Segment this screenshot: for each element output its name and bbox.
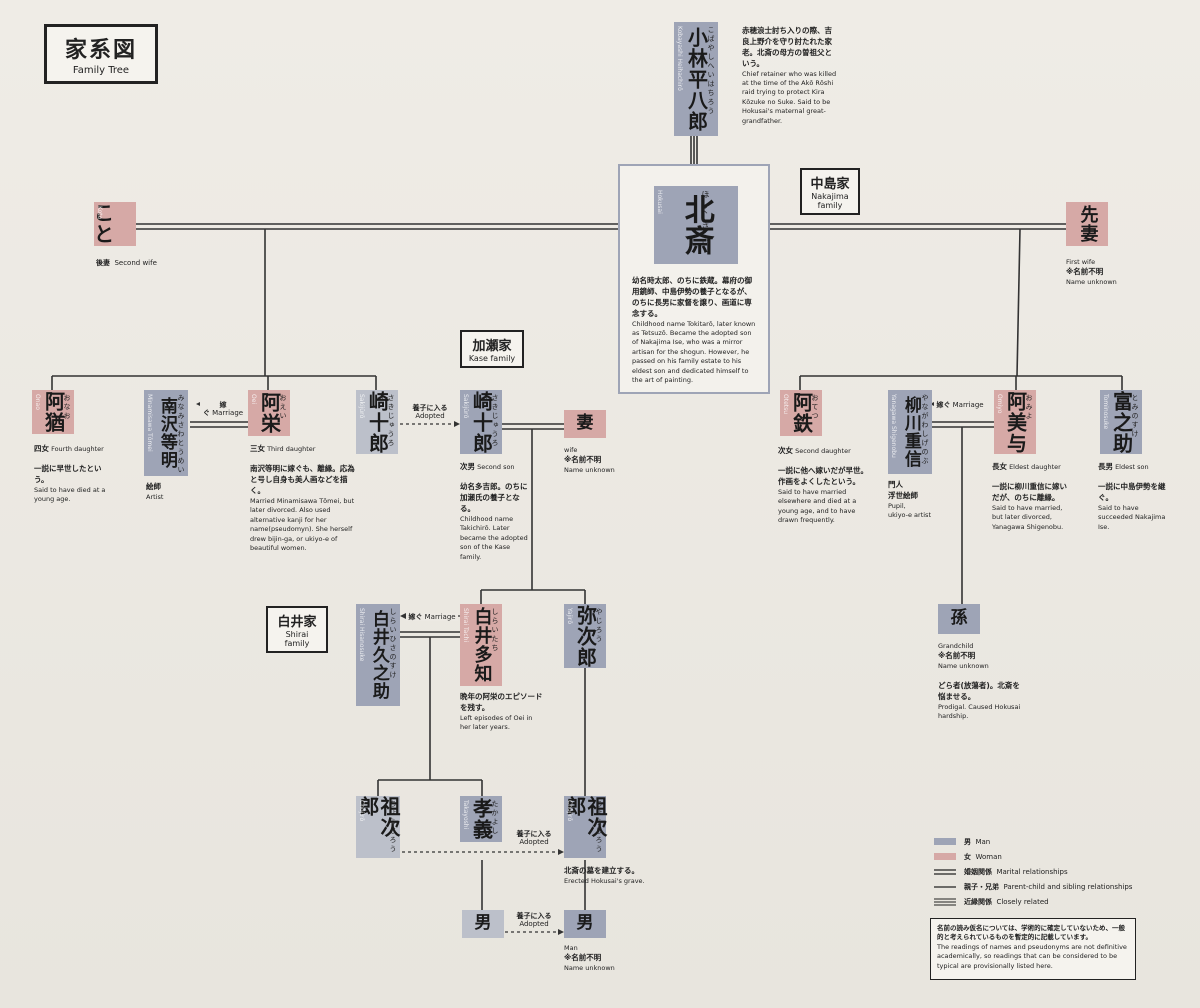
title-jp: 家系図 xyxy=(64,38,137,63)
single-line-icon xyxy=(934,885,956,888)
onao-desc: 四女 Fourth daughter 一説に早世したという。 Said to h… xyxy=(34,444,106,504)
double-line-icon xyxy=(934,868,956,875)
shirai-family-label: 白井家 Shirai family xyxy=(266,606,328,653)
person-name: 崎十郎 xyxy=(469,390,494,454)
hokusai-kana: ほくさい xyxy=(701,190,710,254)
legend-swatch-woman xyxy=(934,853,956,860)
grandchild-desc: Grandchild ※名前不明 Name unknown どら者(放蕩者)。北… xyxy=(938,642,1021,721)
shigenobu-role: 門人 浮世絵師 Pupil, ukiyo-e artist xyxy=(888,480,931,520)
person-name: 孫 xyxy=(950,608,968,629)
person-name: 南沢等明 xyxy=(156,397,177,469)
person-name: 弥次郎 xyxy=(573,604,598,668)
person-name: 阿美与 xyxy=(1003,390,1028,454)
person-name: 阿栄 xyxy=(257,392,282,434)
legend-man: 男 Man xyxy=(934,834,1138,849)
person-oei: Oei 阿栄 おえい xyxy=(248,390,290,436)
person-sakijuro-birth: Sakijūrō 崎十郎 さきじゅうろう xyxy=(356,390,398,454)
person-man-birth: 男 xyxy=(462,910,504,938)
person-chojiro-adopted: Chōjirō 祖次郎 ちょうじろう xyxy=(563,796,608,858)
hokusai-desc: 幼名時太郎、のちに鉄蔵。幕府の御用鏡師、中島伊勢の養子となるが、のちに長男に家督… xyxy=(632,276,756,385)
person-man-adopted: 男 xyxy=(564,910,606,938)
person-name: 孝義 xyxy=(469,798,494,840)
wife-info: wife ※名前不明 Name unknown xyxy=(564,446,615,475)
triple-line-icon xyxy=(934,898,956,905)
person-name: 富之助 xyxy=(1109,390,1134,454)
legend-related: 近縁関係 Closely related xyxy=(934,894,1138,909)
koto-role: 後妻 Second wife xyxy=(96,259,157,267)
marriage-label-omiyo: 嫁ぐ Marriage xyxy=(934,401,986,410)
chojiro-desc: 北斎の墓を建立する。 Erected Hokusai's grave. xyxy=(564,866,645,885)
person-name: 北斎 xyxy=(678,194,714,256)
person-name: 妻 xyxy=(576,413,594,434)
person-sakijuro-kase: Sakijūrō 崎十郎 さきじゅうろう xyxy=(460,390,502,454)
person-shigenobu: Yanagawa Shigenobu 柳川重信 やながわしげのぶ xyxy=(888,390,932,474)
kobayashi-desc: 赤穂浪士討ち入りの際、吉良上野介を守り討たれた家老。北斎の母方の曽祖父という。 … xyxy=(742,26,837,125)
oei-desc: 三女 Third daughter 南沢等明に嫁ぐも、離縁。応為と号し自身も美人… xyxy=(250,444,355,553)
person-grandchild: 孫 xyxy=(938,604,980,634)
person-name: 男 xyxy=(576,913,594,934)
person-otetsu: Otetsu 阿鉄 おてつ xyxy=(780,390,822,436)
person-first-wife: 先妻 xyxy=(1066,202,1108,246)
legend-swatch-man xyxy=(934,838,956,845)
person-koto: Koto こと xyxy=(94,202,136,246)
omiyo-desc: 長女 Eldest daughter 一説に柳川重信に嫁いだが、のちに離縁。 S… xyxy=(992,462,1067,531)
person-tomei: Minamisawa Tōmei 南沢等明 みなみさわとうめい xyxy=(144,390,188,476)
person-chojiro-birth: Chōjirō 祖次郎 ちょうじろう xyxy=(356,796,401,858)
person-name: 崎十郎 xyxy=(365,390,390,454)
person-yajiro: Yajirō 弥次郎 やじろう xyxy=(564,604,606,668)
legend-marital: 婚姻関係 Marital relationships xyxy=(934,864,1138,879)
person-tachi: Shirai Tachi 白井多知 しらいたち xyxy=(460,604,502,686)
person-name: 小林平八郎 xyxy=(684,26,709,132)
tominosuke-desc: 長男 Eldest son 一説に中島伊勢を継ぐ。 Said to have s… xyxy=(1098,462,1166,531)
family-tree-title: 家系図 Family Tree xyxy=(44,24,158,84)
nakajima-family-label: 中島家 Nakajima family xyxy=(800,168,860,215)
marriage-label-tachi: 嫁ぐ Marriage xyxy=(406,613,458,622)
person-kobayashi: Kobayashi Heihachirō 小林平八郎 こばやしへいはちろう xyxy=(674,22,718,136)
person-name: 白井多知 xyxy=(471,607,493,683)
person-name: 阿猶 xyxy=(41,391,66,433)
person-takayoshi: Takayoshi 孝義 たかよし xyxy=(460,796,502,842)
person-hisanosuke: Shirai Hisanosuke 白井久之助 しらいひさのすけ xyxy=(356,604,400,706)
legend-woman: 女 Woman xyxy=(934,849,1138,864)
person-omiyo: Omiyo 阿美与 おみよ xyxy=(994,390,1036,454)
marriage-label-oei: 嫁ぐ Marriage xyxy=(200,401,246,418)
person-name: 阿鉄 xyxy=(789,392,814,434)
reading-note: 名前の読み仮名については、学術的に確定していないため、一般的と考えられているもの… xyxy=(930,918,1136,980)
title-en: Family Tree xyxy=(72,65,130,76)
person-onao: Onao 阿猶 おなお xyxy=(32,390,74,434)
legend: 男 Man 女 Woman 婚姻関係 Marital relationships… xyxy=(934,834,1138,909)
person-tominosuke: Tominosuke 富之助 とみのすけ xyxy=(1100,390,1142,454)
man-info: Man ※名前不明 Name unknown xyxy=(564,944,615,973)
otetsu-desc: 次女 Second daughter 一説に他へ嫁いだが早世。作画をよくしたとい… xyxy=(778,446,868,525)
person-name: こと xyxy=(94,201,118,246)
kase-family-label: 加瀬家 Kase family xyxy=(460,330,524,368)
legend-parent-child: 親子・兄弟 Parent-child and sibling relations… xyxy=(934,879,1138,894)
person-name: 祖次郎 xyxy=(356,796,401,838)
person-name: 柳川重信 xyxy=(900,396,921,468)
person-name: 白井久之助 xyxy=(368,610,389,700)
person-hokusai: Hokusai 北斎 xyxy=(654,186,738,264)
person-name: 祖次郎 xyxy=(563,796,608,838)
sakijuro-desc: 次男 Second son 幼名多吉郎。のちに加瀬氏の養子となる。 Childh… xyxy=(460,462,528,561)
person-name: 男 xyxy=(474,913,492,934)
person-name: 先妻 xyxy=(1077,205,1099,243)
tachi-desc: 晩年の阿栄のエピソードを残す。 Left episodes of Oei in … xyxy=(460,692,543,732)
first-wife-info: First wife ※名前不明 Name unknown xyxy=(1066,258,1117,287)
person-wife: 妻 xyxy=(564,410,606,438)
